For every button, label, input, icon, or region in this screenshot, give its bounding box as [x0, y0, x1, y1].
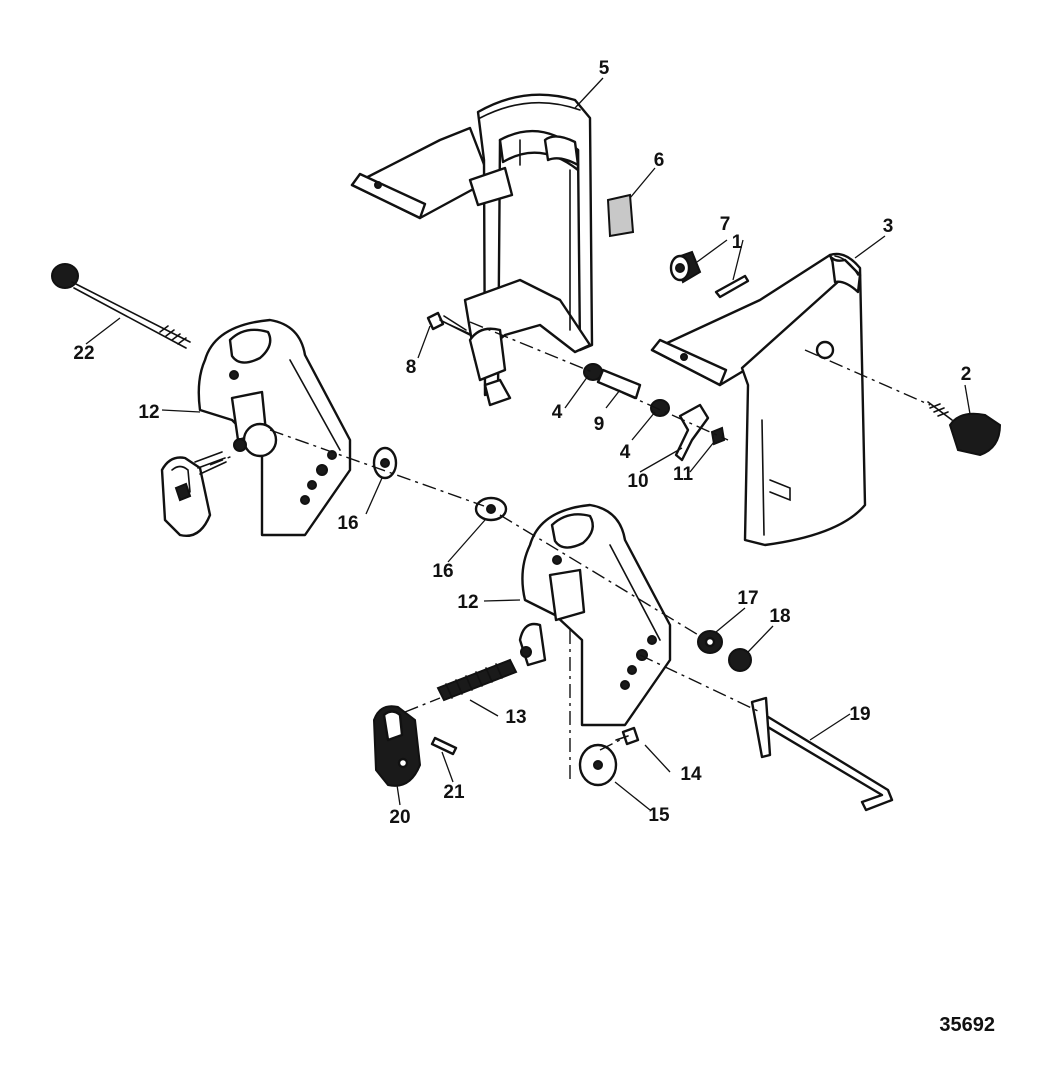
leader-lines: [85, 77, 971, 811]
clamp-handle-right-part: [372, 705, 422, 787]
bushing-part: [669, 250, 702, 284]
callout-16a: 16: [337, 513, 358, 534]
bolt-8-part: [426, 311, 471, 336]
figure-number: 35692: [939, 1014, 995, 1036]
pivot-pin-part: [596, 368, 642, 400]
callout-2: 2: [961, 364, 972, 385]
callout-21: 21: [443, 782, 465, 803]
callout-20: 20: [389, 807, 410, 828]
callout-19: 19: [849, 704, 870, 725]
callout-4a: 4: [552, 402, 563, 423]
assembly-axes: [209, 321, 931, 780]
clamp-bracket-left-part: [197, 318, 352, 537]
thumb-screw-part: [927, 401, 1002, 457]
nut-17-part: [697, 630, 723, 654]
cap-nut-18-part: [728, 648, 752, 672]
screw-14-part: [615, 726, 640, 746]
callout-16b: 16: [432, 561, 453, 582]
washer-16b-part: [474, 496, 508, 522]
callout-10: 10: [627, 471, 648, 492]
bushing-4b-part: [650, 399, 670, 417]
washer-16a-part: [372, 446, 398, 480]
tilt-rod-part: [750, 696, 894, 812]
callout-14: 14: [680, 764, 702, 785]
callout-1: 1: [732, 232, 743, 253]
callout-labels: 1 2 3 4 4 5 6 7 8 9 10 11 12 12 13 14 15…: [73, 58, 971, 828]
callout-3: 3: [883, 216, 894, 237]
roll-pin-21-part: [430, 736, 458, 756]
spring-13-part: [436, 658, 518, 702]
swivel-cover-part: [650, 252, 867, 547]
callout-8: 8: [406, 357, 417, 378]
callout-4b: 4: [620, 442, 631, 463]
pin-part: [714, 274, 750, 299]
spring-11-part: [710, 426, 726, 446]
callout-22: 22: [73, 343, 94, 364]
pad-part: [606, 193, 635, 238]
swivel-pad-15-part: [578, 743, 618, 787]
clamp-handle-left-part: [160, 451, 227, 537]
callout-6: 6: [654, 150, 665, 171]
clamp-bracket-right-part: [518, 503, 672, 727]
swivel-bracket-part: [350, 93, 594, 407]
callout-11: 11: [673, 464, 694, 485]
callout-13: 13: [505, 707, 526, 728]
long-bolt-part: [51, 263, 191, 349]
callout-15: 15: [648, 805, 670, 826]
lock-lever-part: [674, 403, 710, 462]
callout-5: 5: [599, 58, 610, 79]
callout-9: 9: [594, 414, 605, 435]
callout-12b: 12: [457, 592, 478, 613]
callout-7: 7: [720, 214, 731, 235]
callout-12a: 12: [138, 402, 159, 423]
callout-18: 18: [769, 606, 790, 627]
callout-17: 17: [737, 588, 758, 609]
